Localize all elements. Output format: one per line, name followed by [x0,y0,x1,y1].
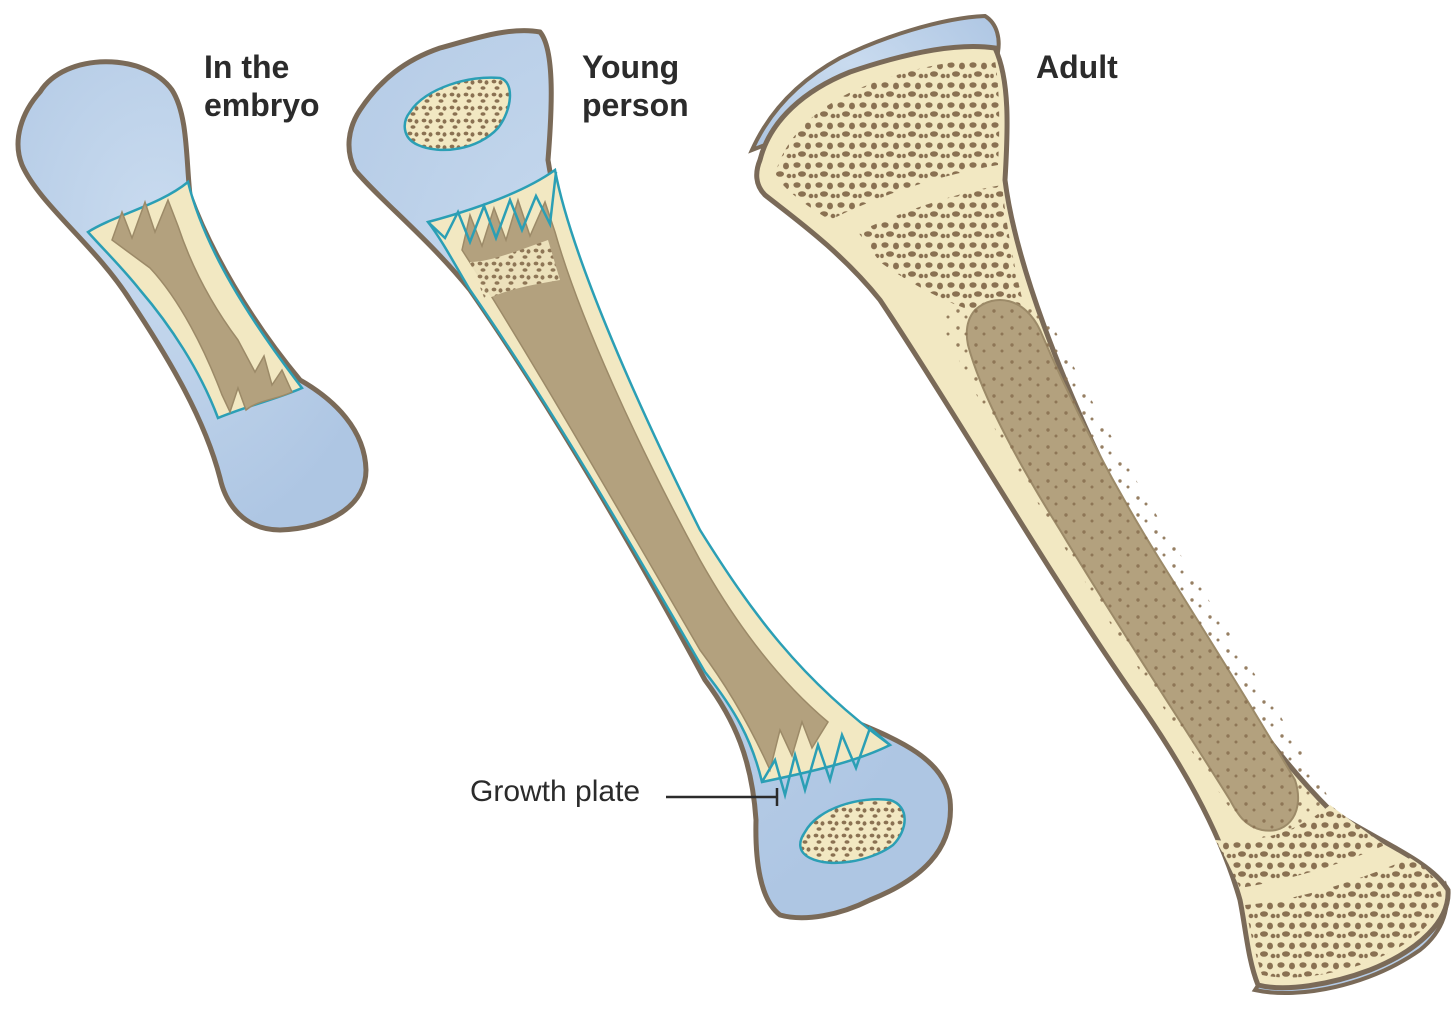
label-embryo-line2: embryo [204,86,320,124]
embryo-bone [18,62,366,530]
label-young-line1: Young [582,48,689,86]
label-adult: Adult [1036,48,1118,86]
label-young-line2: person [582,86,689,124]
label-embryo: In the embryo [204,48,320,124]
label-embryo-line1: In the [204,48,320,86]
adult-compact-dots [940,301,1330,845]
label-adult-line1: Adult [1036,48,1118,86]
label-growth-plate: Growth plate [470,774,640,810]
label-young-person: Young person [582,48,689,124]
